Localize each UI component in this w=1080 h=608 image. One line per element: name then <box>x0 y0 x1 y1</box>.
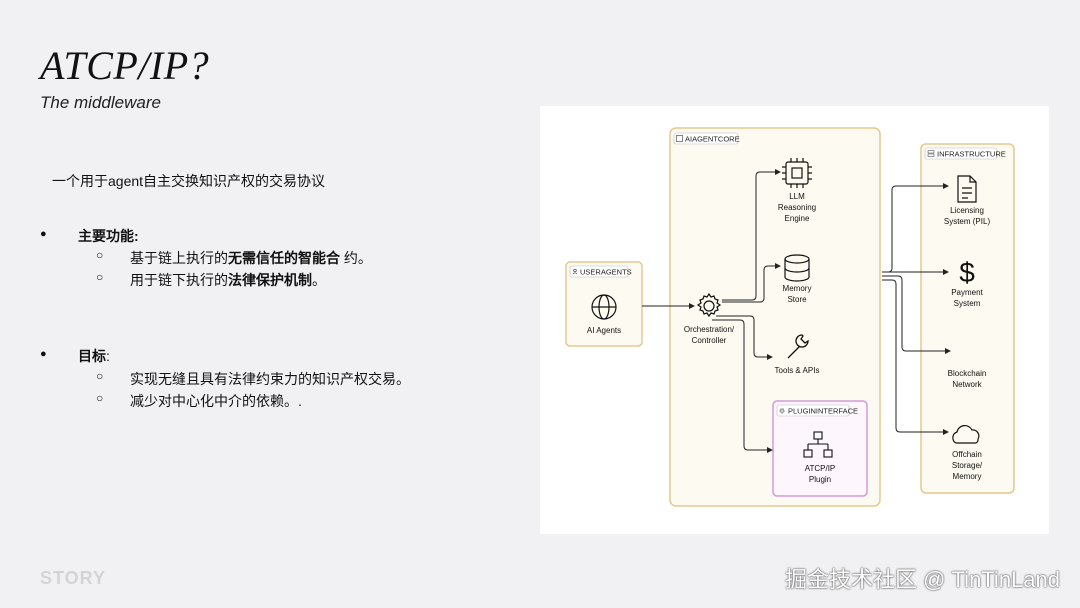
sub-item-suffix: 。 <box>312 272 326 288</box>
cloud-icon <box>952 424 980 444</box>
wrench-icon <box>787 334 809 359</box>
sub-item-bold: 法律保护机制 <box>228 272 312 288</box>
document-icon <box>957 175 977 203</box>
bullet-label: 目标 <box>78 348 106 364</box>
user-agents-box: USERAGENTS AI Agents <box>565 261 643 347</box>
sub-item-text: 用于链下执行的 <box>130 272 228 288</box>
user-icon <box>572 268 578 275</box>
infrastructure-box: INFRASTRUCTURE <box>920 143 1015 494</box>
bullet-label-colon: : <box>134 228 139 244</box>
database-icon <box>784 254 810 282</box>
hierarchy-icon <box>803 431 833 458</box>
memory-label-2: Store <box>787 295 807 304</box>
slide-title: ATCP/IP? <box>40 43 210 88</box>
plug-icon <box>779 408 785 414</box>
sub-item-bold: 无需信任的智能合 <box>228 250 340 266</box>
cpu-chip-icon <box>676 135 683 142</box>
globe-icon <box>591 294 617 320</box>
blockchain-label-2: Network <box>952 380 982 389</box>
plugin-label-2: Plugin <box>809 475 831 484</box>
cpu-icon <box>782 158 812 188</box>
bullet-dot: ● <box>40 348 47 360</box>
sub-item-suffix: 约。 <box>340 250 372 266</box>
slide-subtitle: The middleware <box>40 93 161 112</box>
licensing-label: Licensing <box>950 206 984 215</box>
server-icon <box>927 150 935 157</box>
offchain-label-2: Storage/ <box>952 461 983 470</box>
llm-label: LLM <box>789 192 805 201</box>
llm-label-3: Engine <box>785 214 810 223</box>
blockchain-label: Blockchain <box>948 369 987 378</box>
llm-label-2: Reasoning <box>778 203 816 212</box>
plugin-interface-box: PLUGININTERFACE ATCP/IP Plugin <box>772 400 868 497</box>
payment-label-2: System <box>954 299 981 308</box>
agent-core-header: AIAGENTCORE <box>685 135 740 144</box>
sub-bullet-circle: ○ <box>96 248 104 262</box>
bullet-label-colon: : <box>106 348 110 364</box>
payment-label: Payment <box>951 288 983 297</box>
plugin-interface-header: PLUGININTERFACE <box>788 407 858 416</box>
architecture-diagram: USERAGENTS AI Agents AIAGENTCORE Orchest… <box>540 106 1049 534</box>
sub-item-text: 基于链上执行的 <box>130 250 228 266</box>
sub-bullet-circle: ○ <box>96 369 104 383</box>
tools-label: Tools & APIs <box>775 366 820 375</box>
gear-icon <box>696 292 722 318</box>
sub-bullet-circle: ○ <box>96 391 104 405</box>
orchestrator-label-2: Controller <box>692 336 727 345</box>
bullet-label: 主要功能 <box>78 228 134 244</box>
sub-item-text: 减少对中心化中介的依赖。. <box>130 393 302 409</box>
infrastructure-header: INFRASTRUCTURE <box>937 150 1006 159</box>
slide-description: 一个用于agent自主交换知识产权的交易协议 <box>52 173 326 189</box>
sub-item-text: 实现无缝且具有法律约束力的知识产权交易。 <box>130 371 410 387</box>
bullet-dot: ● <box>40 228 47 240</box>
plugin-label: ATCP/IP <box>805 464 836 473</box>
offchain-label: Offchain <box>952 450 982 459</box>
licensing-label-2: System (PIL) <box>944 217 991 226</box>
dollar-icon: $ <box>959 257 975 288</box>
sub-bullet-circle: ○ <box>96 270 104 284</box>
offchain-label-3: Memory <box>953 472 982 481</box>
story-logo: STORY <box>40 568 107 588</box>
memory-label: Memory <box>783 284 812 293</box>
watermark: 掘金技术社区 @ TinTinLand <box>785 567 1060 592</box>
orchestrator-label: Orchestration/ <box>684 325 735 334</box>
ai-agents-label: AI Agents <box>587 326 621 335</box>
user-agents-header: USERAGENTS <box>580 268 632 277</box>
connector-lines <box>642 169 951 453</box>
